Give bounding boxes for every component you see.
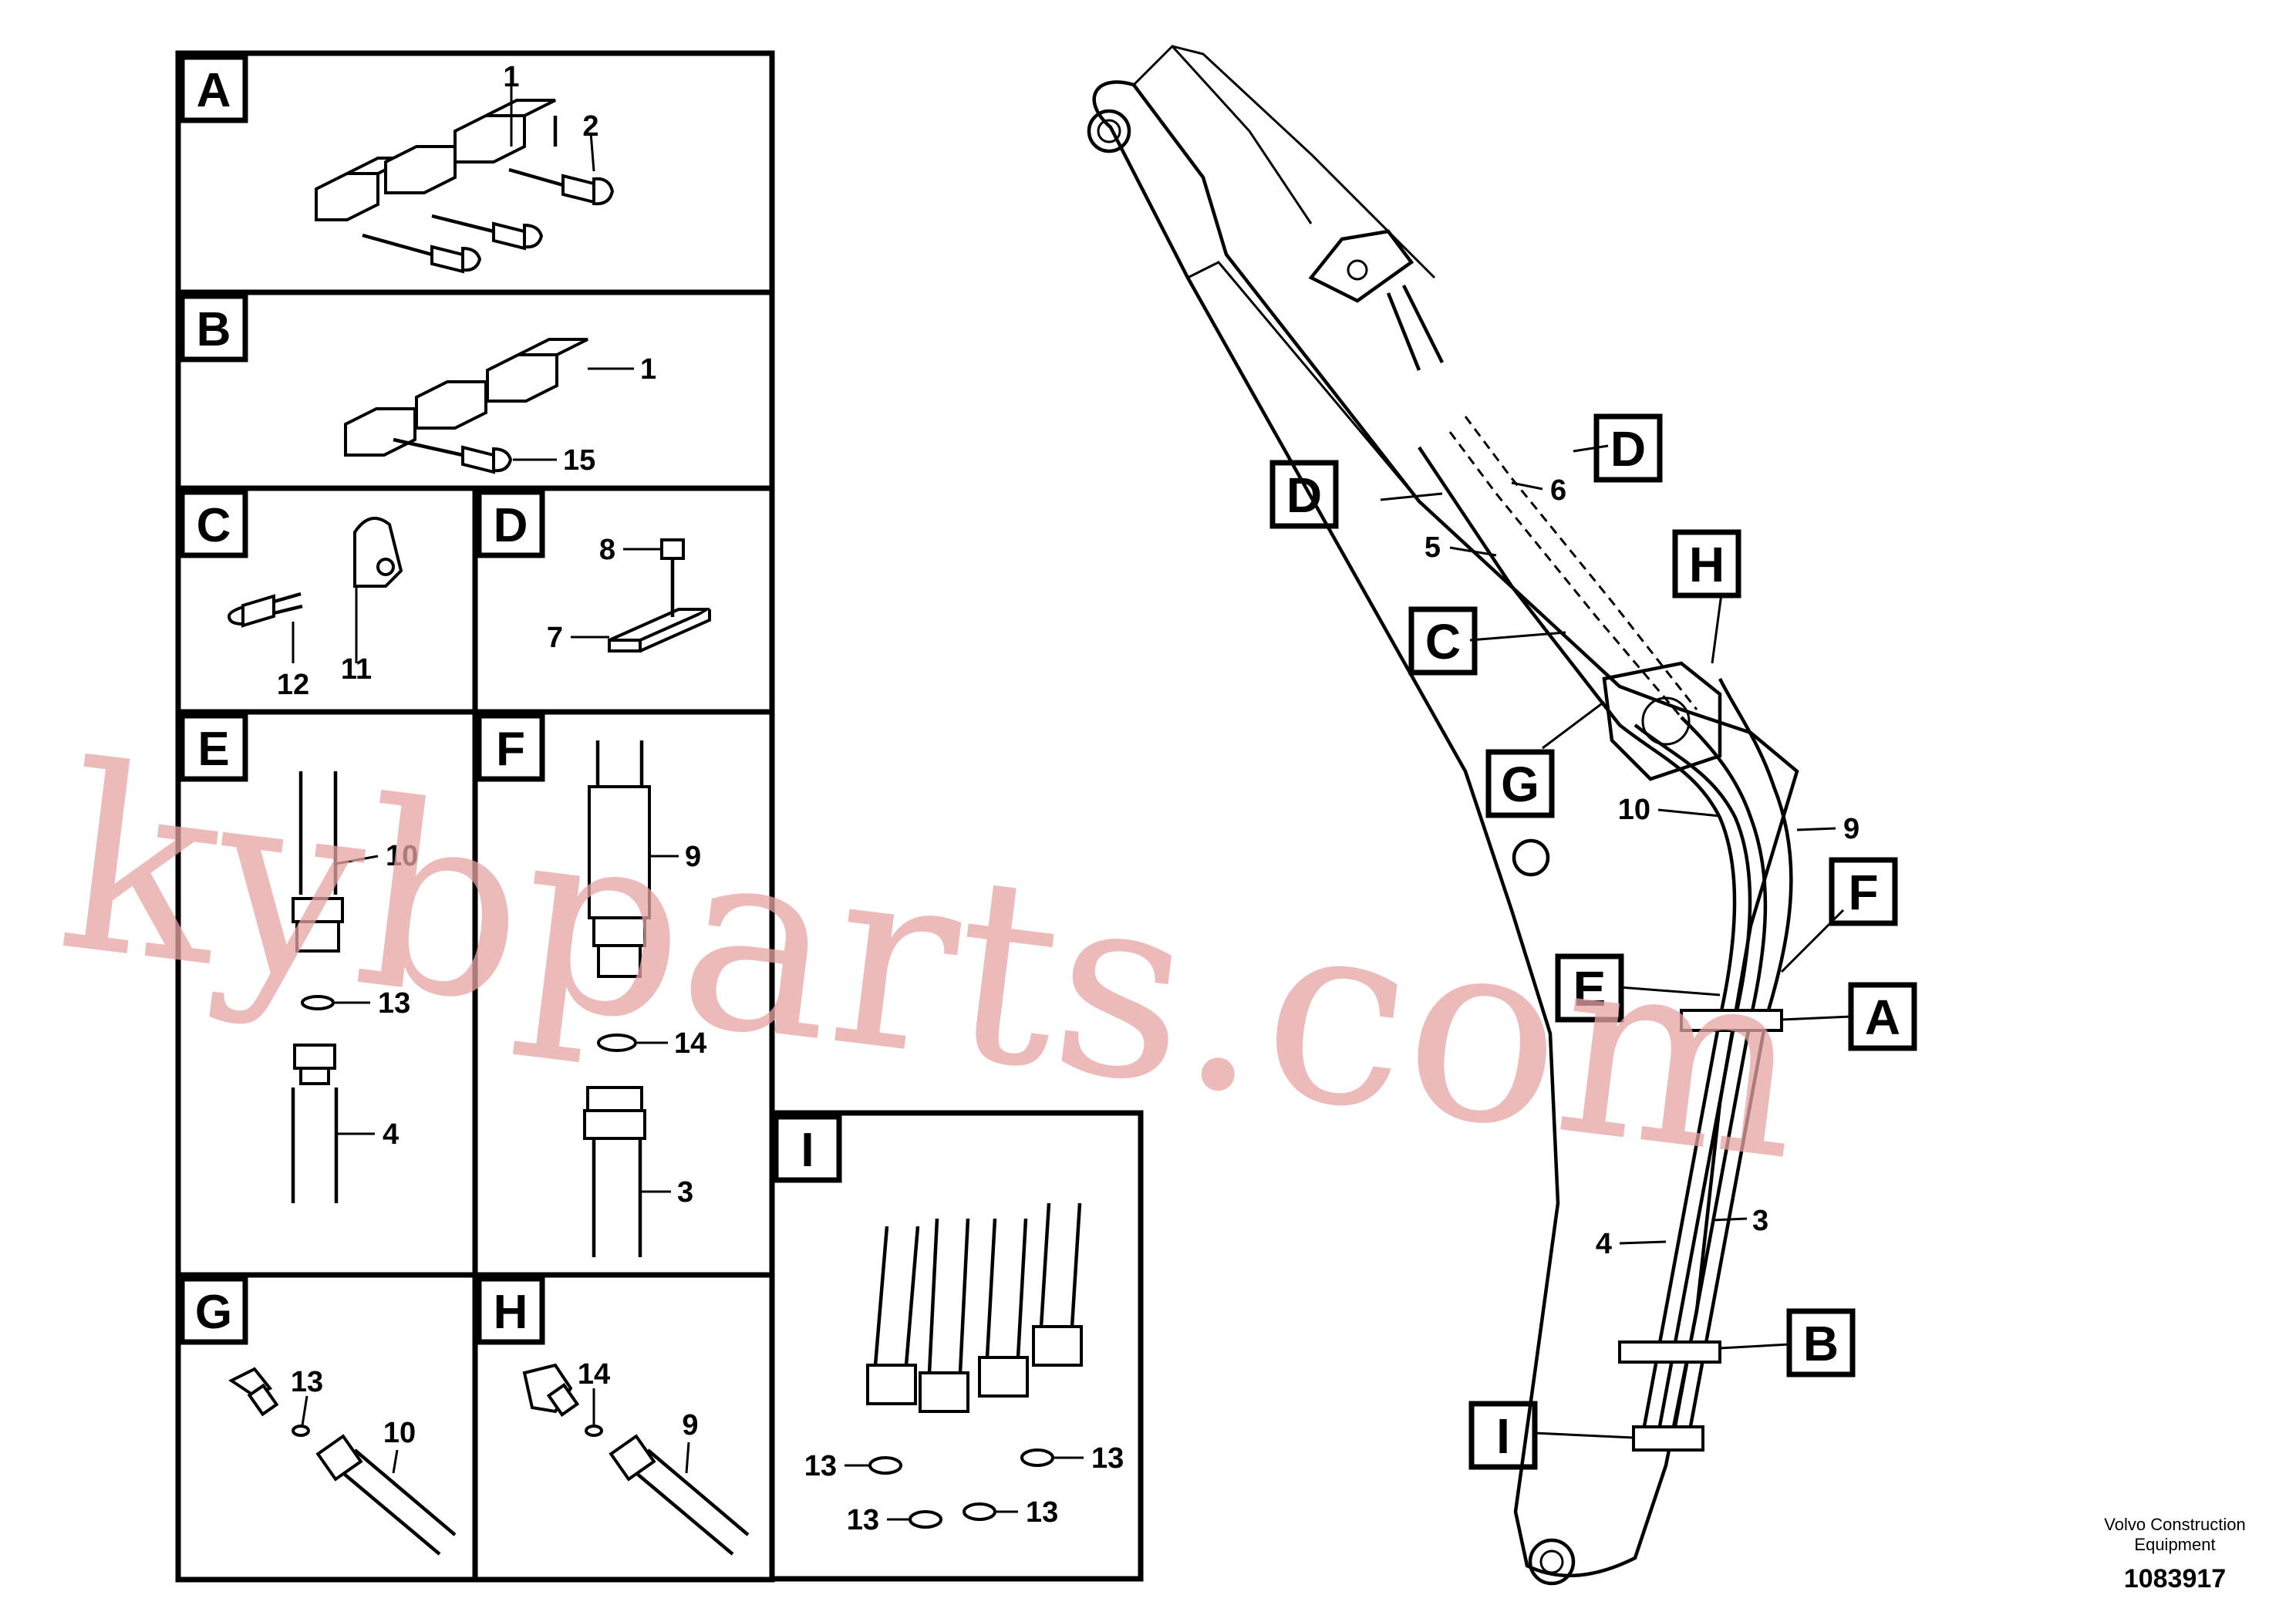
main-callouts: D D H C G F E A B I bbox=[1269, 413, 1917, 1470]
svg-text:15: 15 bbox=[563, 444, 595, 477]
panel-h-letterbox: H bbox=[476, 1276, 545, 1345]
svg-text:13: 13 bbox=[378, 987, 410, 1020]
svg-text:13: 13 bbox=[1091, 1442, 1124, 1475]
panel-b-drawing: 1 15 bbox=[344, 338, 656, 477]
company-name-line1: Volvo Construction bbox=[2104, 1515, 2245, 1534]
svg-text:H: H bbox=[1689, 537, 1725, 592]
svg-text:E: E bbox=[197, 723, 229, 776]
detail-panels: A B C D E F G H bbox=[175, 50, 1144, 1583]
svg-text:10: 10 bbox=[386, 840, 418, 872]
svg-text:3: 3 bbox=[1752, 1205, 1768, 1237]
panel-a-letterbox: A bbox=[179, 54, 248, 123]
svg-text:6: 6 bbox=[1550, 474, 1566, 507]
svg-text:14: 14 bbox=[674, 1027, 706, 1060]
svg-text:1: 1 bbox=[503, 61, 519, 93]
main-part-labels: 6 5 10 9 4 3 bbox=[1424, 474, 1859, 1260]
svg-text:D: D bbox=[1286, 467, 1322, 523]
panel-f-drawing: 9 14 3 bbox=[583, 740, 706, 1257]
svg-text:2: 2 bbox=[582, 110, 598, 143]
panel-d-drawing: 8 7 bbox=[547, 534, 711, 654]
panel-b-letterbox: B bbox=[179, 293, 248, 363]
panel-c-letterbox: C bbox=[179, 489, 248, 558]
svg-text:G: G bbox=[195, 1286, 232, 1339]
svg-text:13: 13 bbox=[847, 1504, 879, 1536]
hose-9 bbox=[1718, 677, 1793, 1019]
svg-text:3: 3 bbox=[677, 1176, 693, 1209]
svg-text:C: C bbox=[1425, 614, 1461, 669]
hose-10 bbox=[1680, 716, 1768, 1019]
svg-text:D: D bbox=[494, 499, 528, 552]
drawing-number: 1083917 bbox=[2124, 1564, 2226, 1593]
svg-text:7: 7 bbox=[547, 622, 563, 654]
panel-e-letterbox: E bbox=[179, 713, 248, 782]
svg-text:10: 10 bbox=[383, 1417, 416, 1449]
company-name-line2: Equipment bbox=[2134, 1535, 2215, 1554]
panel-i-letterbox: I bbox=[773, 1114, 842, 1183]
hose-4 bbox=[1418, 446, 1737, 1019]
svg-text:4: 4 bbox=[383, 1118, 399, 1151]
svg-text:4: 4 bbox=[1596, 1228, 1612, 1260]
svg-text:B: B bbox=[197, 303, 231, 356]
svg-text:13: 13 bbox=[1026, 1496, 1058, 1529]
svg-text:B: B bbox=[1803, 1316, 1839, 1371]
svg-text:1: 1 bbox=[640, 353, 656, 386]
svg-text:A: A bbox=[197, 64, 231, 117]
panel-d-letterbox: D bbox=[476, 489, 545, 558]
panel-h-drawing: 14 9 bbox=[522, 1358, 750, 1556]
footer: Volvo Construction Equipment 1083917 bbox=[2104, 1515, 2245, 1593]
svg-text:H: H bbox=[494, 1286, 528, 1339]
panel-i-drawing: 13 13 13 13 bbox=[804, 1202, 1124, 1536]
arm-assembly-view bbox=[1087, 44, 1799, 1586]
svg-text:G: G bbox=[1501, 757, 1539, 812]
svg-text:E: E bbox=[1573, 961, 1607, 1017]
panel-c-drawing: 12 11 bbox=[227, 517, 403, 701]
svg-text:F: F bbox=[1848, 865, 1878, 920]
svg-text:13: 13 bbox=[291, 1366, 323, 1398]
panel-i-frame bbox=[769, 1110, 1144, 1582]
svg-text:I: I bbox=[1496, 1408, 1510, 1464]
svg-text:5: 5 bbox=[1424, 531, 1441, 564]
svg-text:9: 9 bbox=[685, 841, 701, 873]
svg-text:F: F bbox=[496, 723, 525, 776]
panel-g-drawing: 13 10 bbox=[228, 1366, 457, 1556]
svg-text:D: D bbox=[1610, 421, 1646, 477]
panel-f-letterbox: F bbox=[476, 713, 545, 782]
svg-text:8: 8 bbox=[599, 534, 615, 566]
svg-text:14: 14 bbox=[578, 1358, 610, 1391]
panel-g-letterbox: G bbox=[179, 1276, 248, 1345]
panel-e-drawing: 10 13 4 bbox=[291, 771, 418, 1203]
svg-text:13: 13 bbox=[804, 1450, 837, 1482]
svg-text:I: I bbox=[801, 1124, 814, 1177]
panel-a-drawing: 1 2 bbox=[315, 61, 615, 274]
svg-text:A: A bbox=[1865, 990, 1900, 1045]
svg-text:10: 10 bbox=[1618, 794, 1650, 826]
svg-text:C: C bbox=[197, 499, 231, 552]
svg-text:12: 12 bbox=[277, 669, 309, 701]
svg-text:11: 11 bbox=[341, 653, 372, 686]
svg-text:9: 9 bbox=[682, 1409, 698, 1442]
svg-text:9: 9 bbox=[1843, 813, 1859, 845]
hose-3 bbox=[1633, 723, 1752, 1019]
